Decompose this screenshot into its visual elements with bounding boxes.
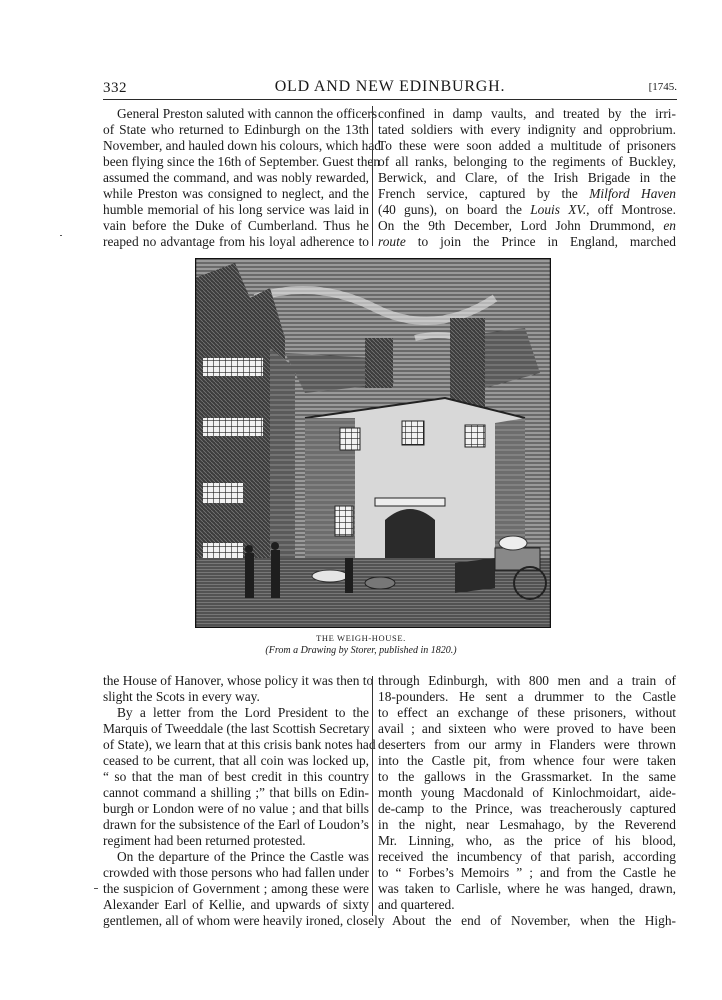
text-line: humble memorial of his long service was … (103, 202, 369, 217)
text-line: received the incumbency of that parish, … (378, 849, 676, 864)
text-line: (40 guns), on board the Louis XV., off M… (378, 202, 676, 218)
text-line: On the 9th December, Lord John Drummond,… (378, 218, 676, 234)
text-line: been flying since the 16th of September.… (103, 154, 381, 169)
text-line: “ so that the man of best credit in this… (103, 769, 369, 784)
bottom-left-column: the House of Hanover, whose policy it wa… (103, 673, 385, 929)
text-line: de-camp to the Prince, was treacherously… (378, 801, 676, 816)
paragraph: About the end of November, when the High… (378, 913, 676, 929)
text-line: of all ranks, belonging to the regiments… (378, 154, 676, 169)
text-line: reaped no advantage from his loyal adher… (103, 234, 369, 249)
paragraph: the House of Hanover, whose policy it wa… (103, 673, 374, 705)
text-line: General Preston saluted with cannon the … (117, 106, 378, 121)
scan-speck (94, 888, 98, 889)
text-line: month young Macdonald of Kinlochmoidart,… (378, 785, 676, 800)
italic-en: en (663, 218, 676, 233)
weigh-house-engraving (195, 258, 551, 628)
text-line: gentlemen, all of whom were heavily iron… (103, 913, 385, 928)
text-line: the House of Hanover, whose policy it wa… (103, 673, 374, 688)
page-number: 332 (103, 80, 127, 96)
running-title: OLD AND NEW EDINBURGH. (274, 78, 506, 95)
year-marker: [1745. (648, 81, 677, 93)
column-divider (372, 106, 373, 246)
text-line: French service, captured by the Milford … (378, 186, 676, 202)
ship-name-italic: Milford Haven (589, 186, 676, 201)
figure-caption-title: THE WEIGH-HOUSE. (316, 633, 406, 643)
text-fragment: French service, captured by the (378, 186, 578, 201)
text-line: the suspicion of Government ; among thes… (103, 881, 369, 896)
scan-speck (60, 235, 62, 236)
text-line: while Preston was consigned to neglect, … (103, 186, 369, 201)
text-line: avail ; and sixteen who were proved to h… (378, 721, 676, 736)
text-line: burgh or London were of no value ; and t… (103, 801, 369, 816)
text-line: to the gallows in the Grassmarket. In th… (378, 769, 676, 784)
figure-caption-credit: (From a Drawing by Storer, published in … (265, 645, 457, 656)
engraving-illustration (195, 258, 551, 628)
text-line: About the end of November, when the High… (392, 913, 676, 928)
text-line: of State who returned to Edinburgh on th… (103, 122, 369, 137)
text-fragment: (40 guns), on board the (378, 202, 523, 217)
text-line: Mr. Linning, who, as the price of his bl… (378, 833, 676, 848)
text-line: confined in damp vaults, and treated by … (378, 106, 676, 121)
text-line: drawn for the subsistence of the Earl of… (103, 817, 369, 832)
text-line: through Edinburgh, with 800 men and a tr… (378, 673, 676, 688)
text-line: Marquis of Tweeddale (the last Scottish … (103, 721, 370, 736)
header-rule (103, 99, 677, 100)
top-left-column: General Preston saluted with cannon the … (103, 106, 381, 250)
text-fragment: On the 9th December, Lord John Drummond, (378, 218, 655, 233)
text-line: to effect an exchange of these prisoners… (378, 705, 676, 720)
text-line: and quartered. (378, 897, 455, 912)
text-line: ceased to be current, that all coin was … (103, 753, 369, 768)
text-line: was taken to Carlisle, where he was hang… (378, 881, 676, 896)
text-line: 18-pounders. He sent a drummer to the Ca… (378, 689, 676, 704)
text-line: vain before the Duke of Cumberland. Thus… (103, 218, 369, 233)
paragraph: On the departure of the Prince the Castl… (103, 849, 385, 929)
text-line: of State), we learn that at this crisis … (103, 737, 376, 752)
text-line: On the departure of the Prince the Castl… (117, 849, 369, 864)
running-header: 332 OLD AND NEW EDINBURGH. [1745. (103, 78, 677, 98)
text-line: slight the Scots in every way. (103, 689, 260, 704)
text-line: November, and hauled down his colours, w… (103, 138, 381, 153)
text-line: into the Castle pit, from whence four we… (378, 753, 676, 768)
top-right-column: confined in damp vaults, and treated by … (378, 106, 676, 250)
text-line: Alexander Earl of Kellie, and upwards of… (103, 897, 369, 912)
ship-name-italic: Louis XV. (530, 202, 587, 217)
paragraph: By a letter from the Lord President to t… (103, 705, 376, 849)
text-line: route to join the Prince in England, mar… (378, 234, 676, 250)
text-line: cannot command a shilling ;” that bills … (103, 785, 369, 800)
text-line: crowded with those persons who had falle… (103, 865, 369, 880)
text-fragment: , off Montrose. (586, 202, 676, 217)
bottom-right-column: through Edinburgh, with 800 men and a tr… (378, 673, 676, 929)
italic-route: route (378, 234, 406, 249)
text-line: in the night, near Lesmahago, by the Rev… (378, 817, 676, 832)
text-line: tated soldiers with every indignity and … (378, 122, 676, 137)
text-line: deserters from our army in Flanders were… (378, 737, 676, 752)
text-line: To these were soon added a multitude of … (378, 138, 676, 153)
text-line: to “ Forbes’s Memoirs ” ; and from the C… (378, 865, 676, 880)
text-line: assumed the command, and was nobly rewar… (103, 170, 369, 185)
paragraph: through Edinburgh, with 800 men and a tr… (378, 673, 676, 913)
text-line: regiment had been returned protested. (103, 833, 306, 848)
column-divider (372, 676, 373, 916)
text-line: Berwick, and Clare, of the Irish Brigade… (378, 170, 676, 185)
paragraph: General Preston saluted with cannon the … (103, 106, 381, 250)
paragraph: confined in damp vaults, and treated by … (378, 106, 676, 250)
text-line: By a letter from the Lord President to t… (117, 705, 369, 720)
text-fragment: to join the Prince in England, marched (417, 234, 676, 249)
